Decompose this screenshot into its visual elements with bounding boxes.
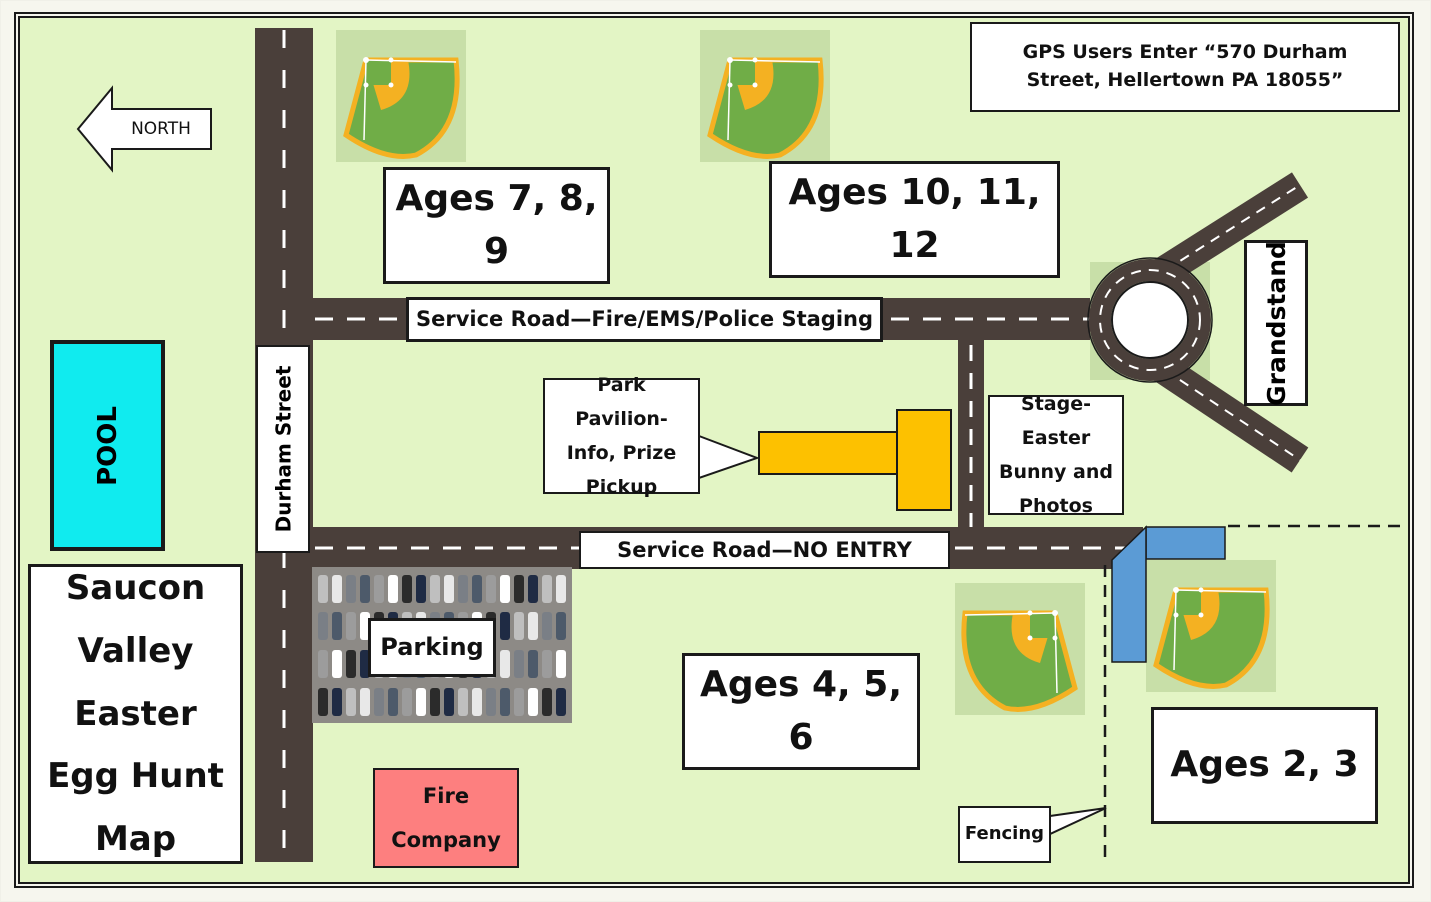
parked-car xyxy=(430,575,440,603)
north-label: NORTH xyxy=(131,119,191,139)
parked-car xyxy=(556,612,566,640)
parked-car xyxy=(444,688,454,716)
parked-car xyxy=(528,575,538,603)
parked-car xyxy=(416,575,426,603)
parked-car xyxy=(542,688,552,716)
parked-car xyxy=(556,575,566,603)
parked-car xyxy=(486,688,496,716)
parked-car xyxy=(360,650,370,678)
baseball-field-2 xyxy=(700,30,830,162)
gps-note: GPS Users Enter “570 Durham Street, Hell… xyxy=(970,22,1400,112)
pavilion-label: Park Pavilion-Info, Prize Pickup xyxy=(543,374,700,498)
fire-company-label: Fire Company xyxy=(373,768,519,868)
parked-car xyxy=(360,612,370,640)
parked-car xyxy=(332,650,342,678)
parked-car xyxy=(556,650,566,678)
parking-label: Parking xyxy=(368,618,496,677)
parked-car xyxy=(318,688,328,716)
parked-car xyxy=(458,688,468,716)
pool-shape xyxy=(50,340,165,551)
parked-car xyxy=(332,575,342,603)
parked-car xyxy=(542,650,552,678)
parked-car xyxy=(472,575,482,603)
parked-car xyxy=(332,612,342,640)
parked-car xyxy=(500,612,510,640)
parked-car xyxy=(500,688,510,716)
parked-car xyxy=(318,650,328,678)
fencing-line xyxy=(1103,524,1409,862)
zone-ages-2-3: Ages 2, 3 xyxy=(1151,707,1378,824)
parked-car xyxy=(514,688,524,716)
parked-car xyxy=(556,688,566,716)
parked-car xyxy=(542,612,552,640)
parked-car xyxy=(514,575,524,603)
parked-car xyxy=(346,688,356,716)
parked-car xyxy=(346,575,356,603)
zone-ages-4-5-6: Ages 4, 5, 6 xyxy=(682,653,920,770)
parked-car xyxy=(528,688,538,716)
parked-car xyxy=(528,612,538,640)
parked-car xyxy=(444,575,454,603)
parked-car xyxy=(388,688,398,716)
roundabout xyxy=(1087,172,1309,473)
grandstand-label: Grandstand xyxy=(1244,240,1308,406)
service-road-top-label: Service Road—Fire/EMS/Police Staging xyxy=(406,297,883,342)
service-road-bottom-label: Service Road—NO ENTRY xyxy=(579,531,950,569)
parked-car xyxy=(402,688,412,716)
map-title: Saucon Valley Easter Egg Hunt Map xyxy=(28,564,243,864)
parked-car xyxy=(388,575,398,603)
parked-car xyxy=(318,612,328,640)
service-road-connector xyxy=(958,338,984,533)
parked-car xyxy=(360,688,370,716)
pool-label: POOL xyxy=(92,405,123,486)
zone-ages-10-11-12: Ages 10, 11, 12 xyxy=(769,161,1060,278)
parked-car xyxy=(500,650,510,678)
map-border xyxy=(14,12,1414,888)
parked-car xyxy=(374,575,384,603)
parked-car xyxy=(472,688,482,716)
parked-car xyxy=(486,575,496,603)
parked-car xyxy=(542,575,552,603)
durham-street-label: Durham Street xyxy=(256,345,310,553)
parked-car xyxy=(430,688,440,716)
parked-car xyxy=(402,575,412,603)
parked-car xyxy=(500,575,510,603)
parked-car xyxy=(458,575,468,603)
parked-car xyxy=(528,650,538,678)
fencing-label: Fencing xyxy=(958,806,1051,863)
parked-car xyxy=(360,575,370,603)
parked-car xyxy=(318,575,328,603)
parked-car xyxy=(374,688,384,716)
pavilion-building xyxy=(758,409,952,511)
baseball-field-3 xyxy=(955,583,1085,715)
zone-ages-7-8-9: Ages 7, 8, 9 xyxy=(383,167,610,284)
north-arrow-icon xyxy=(76,85,212,173)
parked-car xyxy=(416,688,426,716)
parked-car xyxy=(514,612,524,640)
baseball-field-1 xyxy=(336,30,466,162)
stage-label: Stage-Easter Bunny and Photos xyxy=(988,393,1124,517)
parked-car xyxy=(346,612,356,640)
parked-car xyxy=(346,650,356,678)
parked-car xyxy=(332,688,342,716)
baseball-field-4 xyxy=(1146,560,1276,692)
parked-car xyxy=(514,650,524,678)
blue-building xyxy=(1111,525,1226,663)
